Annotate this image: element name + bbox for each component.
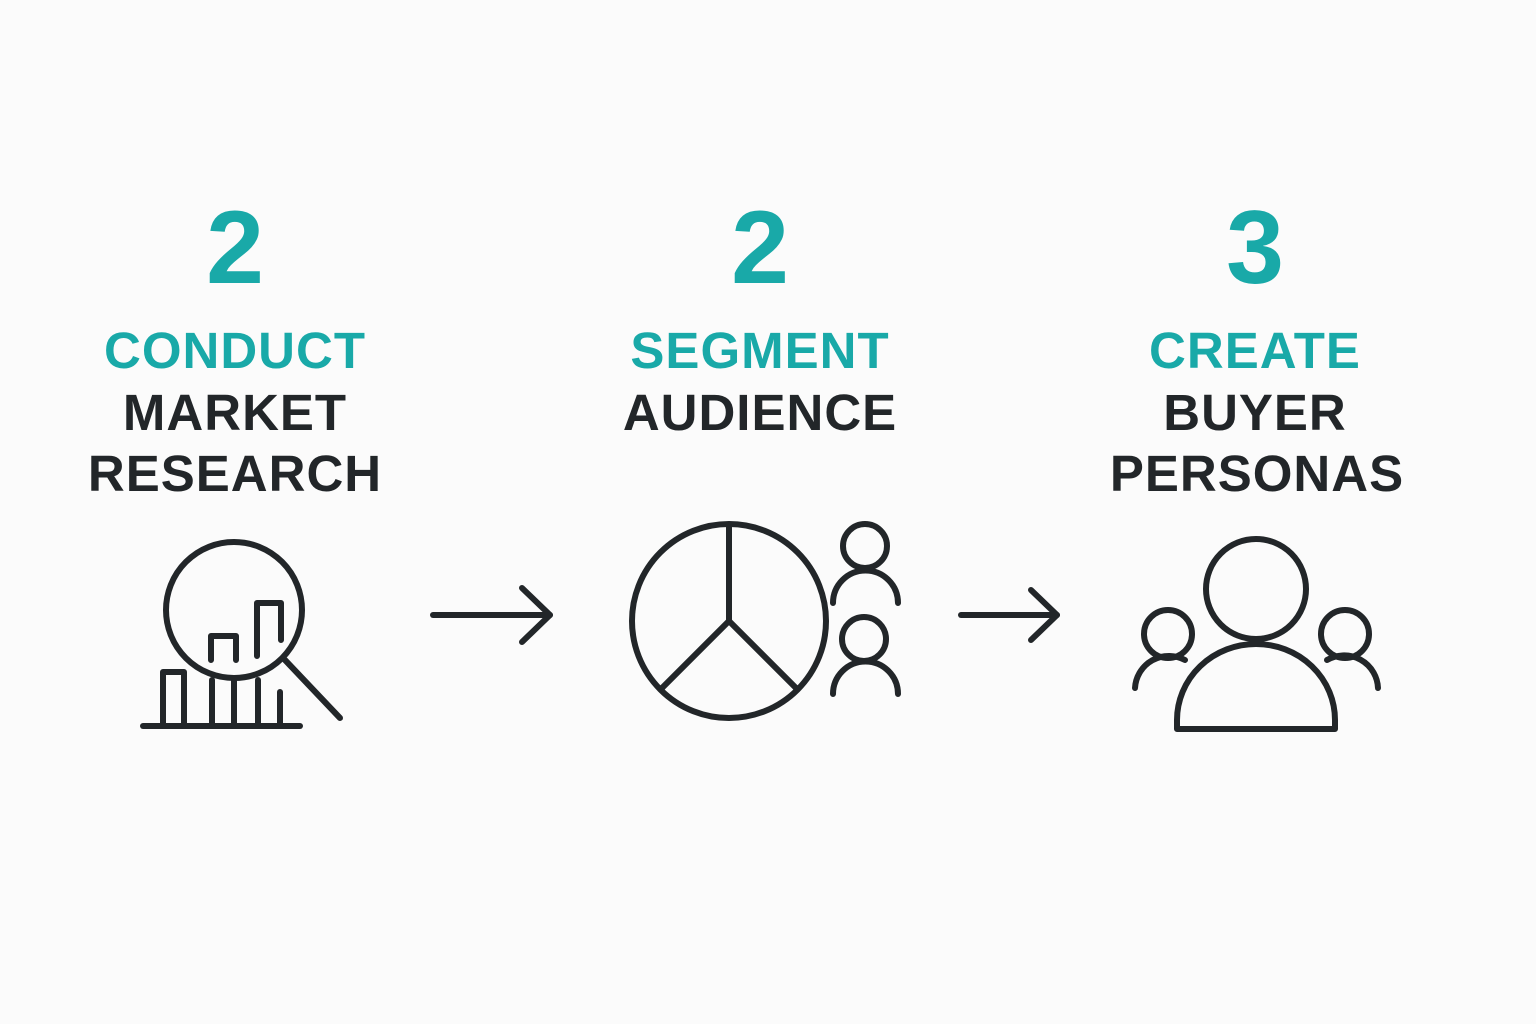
group-people-icon xyxy=(1132,536,1381,732)
step-3-verb: CREATE xyxy=(1149,322,1361,379)
step-3-title-line-3: PERSONAS xyxy=(1109,445,1405,502)
arrow-right-icon-2 xyxy=(958,587,1060,643)
step-1-title-line-3: RESEARCH xyxy=(87,445,383,502)
step-2-verb: SEGMENT xyxy=(630,322,890,379)
arrow-right-icon-1 xyxy=(430,585,553,645)
step-3-title-line-2: BUYER xyxy=(1163,384,1347,441)
step-1-number: 2 xyxy=(206,190,264,306)
magnifier-chart-icon xyxy=(140,539,343,729)
step-2-number: 2 xyxy=(731,190,789,306)
step-1-verb: CONDUCT xyxy=(104,322,366,379)
step-3-number: 3 xyxy=(1226,190,1284,306)
step-2-title-line-2: AUDIENCE xyxy=(622,384,898,441)
pie-chart-people-icon xyxy=(629,521,901,721)
step-1-title-line-2: MARKET xyxy=(122,384,348,441)
